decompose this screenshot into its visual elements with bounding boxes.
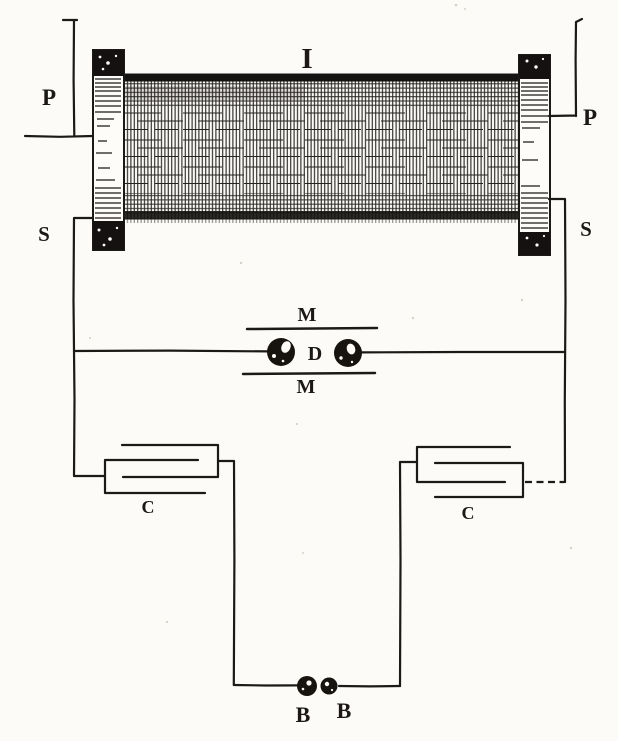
label-plate-top: M	[298, 304, 317, 326]
secondary-lead-left	[72, 216, 107, 478]
label-battery-left: B	[296, 702, 311, 727]
discharger-wire-left	[72, 349, 270, 353]
battery-ball-right	[320, 677, 338, 695]
label-secondary-left: S	[38, 222, 50, 246]
discharger-ball-left	[267, 338, 295, 366]
discharger-assembly	[72, 326, 567, 376]
plate-line-top	[245, 326, 379, 331]
battery-ball-left	[297, 676, 317, 696]
discharger-ball-right	[334, 339, 362, 367]
primary-lead-right	[547, 17, 584, 118]
label-condenser-right: C	[462, 503, 475, 523]
secondary-lead-right	[547, 197, 567, 484]
coil-winding-body	[123, 73, 520, 223]
label-primary-left: P	[42, 85, 56, 110]
battery-loop	[232, 676, 402, 696]
label-secondary-right: S	[580, 217, 592, 241]
label-battery-right: B	[337, 698, 352, 723]
condenser-right	[398, 445, 565, 688]
label-plate-bottom: M	[297, 376, 316, 398]
coil-flange-left	[92, 49, 125, 251]
label-coil: I	[301, 43, 312, 75]
condenser-left	[103, 443, 236, 687]
induction-coil	[92, 49, 551, 256]
primary-lead-left	[23, 18, 95, 138]
paper-specks	[89, 3, 573, 624]
label-primary-right: P	[583, 105, 597, 130]
figure-labels: I P P S S M D M C C B B	[38, 43, 597, 727]
label-discharger: D	[308, 343, 322, 365]
plate-line-bottom	[241, 371, 377, 376]
coil-flange-right	[518, 54, 551, 256]
label-condenser-left: C	[142, 497, 155, 517]
